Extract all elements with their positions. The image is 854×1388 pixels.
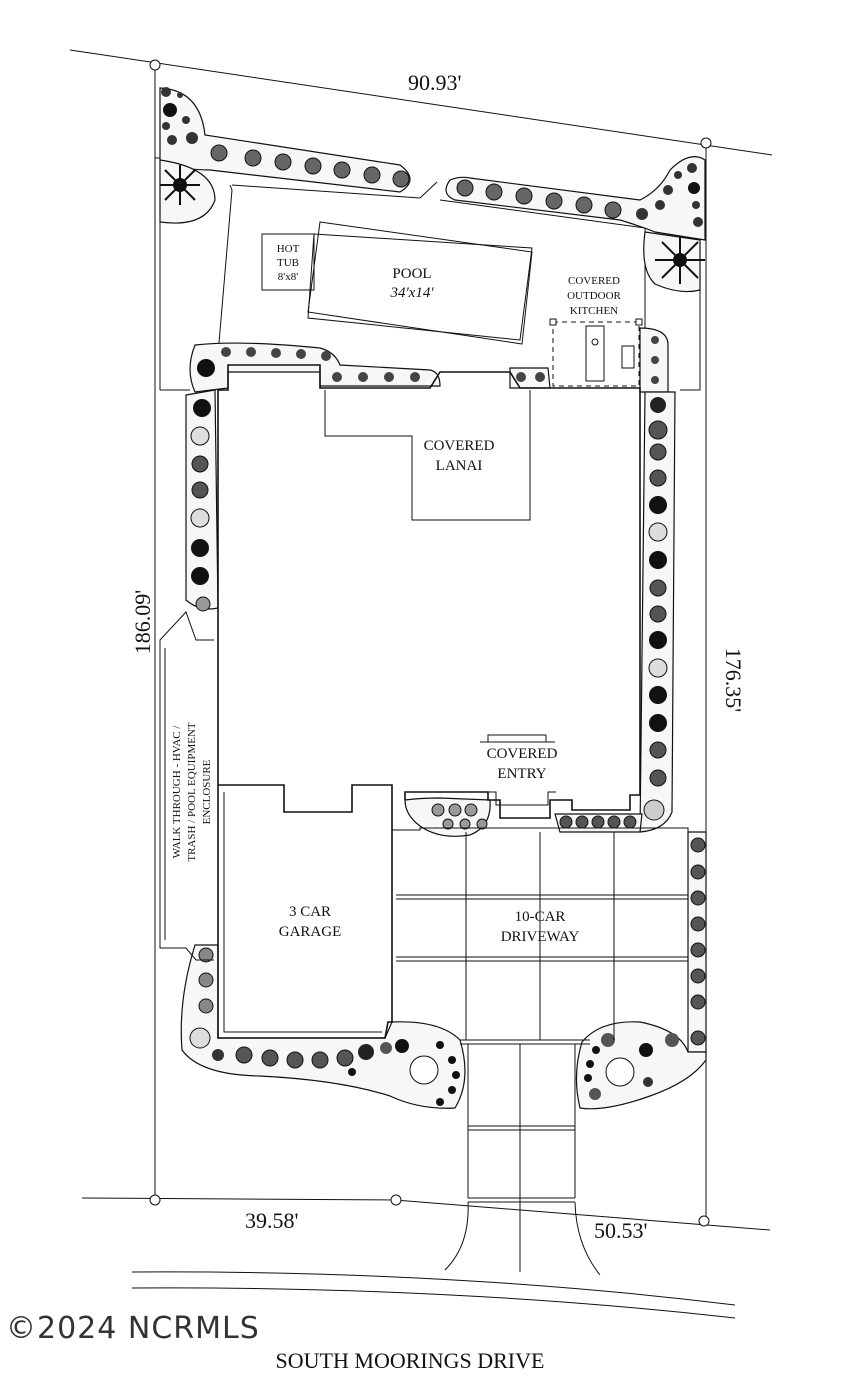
survey-marker bbox=[698, 1215, 710, 1227]
street-edge bbox=[131, 1271, 736, 1319]
svg-text:COVERED: COVERED bbox=[568, 275, 620, 287]
svg-text:TRASH / POOL EQUIPMENT: TRASH / POOL EQUIPMENT bbox=[186, 722, 198, 862]
svg-text:COVERED: COVERED bbox=[487, 746, 558, 762]
svg-text:KITCHEN: KITCHEN bbox=[570, 305, 618, 317]
svg-text:TUB: TUB bbox=[277, 257, 299, 269]
svg-text:3 CAR: 3 CAR bbox=[289, 904, 331, 920]
dimension-left: 186.09' bbox=[130, 590, 155, 655]
svg-text:GARAGE: GARAGE bbox=[279, 924, 342, 940]
palm-tree-icon bbox=[160, 165, 200, 205]
svg-text:COVERED: COVERED bbox=[424, 438, 495, 454]
pool: POOL 34'x14' bbox=[307, 221, 533, 345]
svg-text:DRIVEWAY: DRIVEWAY bbox=[501, 929, 580, 945]
hot-tub: HOT TUB 8'x8' bbox=[261, 233, 315, 291]
property-lines bbox=[69, 49, 773, 1231]
dimension-right: 176.35' bbox=[721, 648, 746, 713]
house-footprint bbox=[217, 364, 641, 819]
driveway: 10-CAR DRIVEWAY bbox=[392, 827, 689, 1276]
outdoor-kitchen: COVERED OUTDOOR KITCHEN bbox=[549, 275, 643, 387]
dimension-bottom-right: 50.53' bbox=[594, 1218, 648, 1243]
svg-text:34'x14': 34'x14' bbox=[389, 285, 434, 301]
copyright-watermark: ©2024 NCRMLS bbox=[6, 1311, 260, 1346]
dimension-bottom-left: 39.58' bbox=[245, 1208, 299, 1233]
svg-text:OUTDOOR: OUTDOOR bbox=[567, 290, 621, 302]
garage: 3 CAR GARAGE bbox=[217, 784, 393, 1039]
survey-marker bbox=[700, 137, 712, 149]
svg-text:HOT: HOT bbox=[277, 243, 300, 255]
street-name: SOUTH MOORINGS DRIVE bbox=[276, 1348, 545, 1373]
svg-text:POOL: POOL bbox=[392, 266, 431, 282]
svg-text:ENCLOSURE: ENCLOSURE bbox=[201, 759, 213, 824]
survey-marker bbox=[390, 1194, 402, 1206]
svg-text:LANAI: LANAI bbox=[436, 458, 483, 474]
covered-lanai: COVERED LANAI bbox=[324, 390, 531, 521]
landscape-beds bbox=[159, 87, 707, 1110]
svg-text:ENTRY: ENTRY bbox=[497, 766, 546, 782]
dimension-top: 90.93' bbox=[408, 70, 462, 95]
palm-tree-icon bbox=[655, 236, 705, 284]
equipment-enclosure: WALK THROUGH - HVAC / TRASH / POOL EQUIP… bbox=[159, 611, 214, 961]
svg-text:8'x8': 8'x8' bbox=[278, 271, 298, 283]
survey-marker bbox=[149, 1194, 161, 1206]
shrubs bbox=[161, 87, 706, 1106]
svg-text:WALK THROUGH - HVAC /: WALK THROUGH - HVAC / bbox=[171, 725, 183, 859]
survey-marker bbox=[149, 59, 161, 71]
covered-entry: COVERED ENTRY bbox=[480, 734, 558, 806]
svg-text:10-CAR: 10-CAR bbox=[515, 909, 566, 925]
